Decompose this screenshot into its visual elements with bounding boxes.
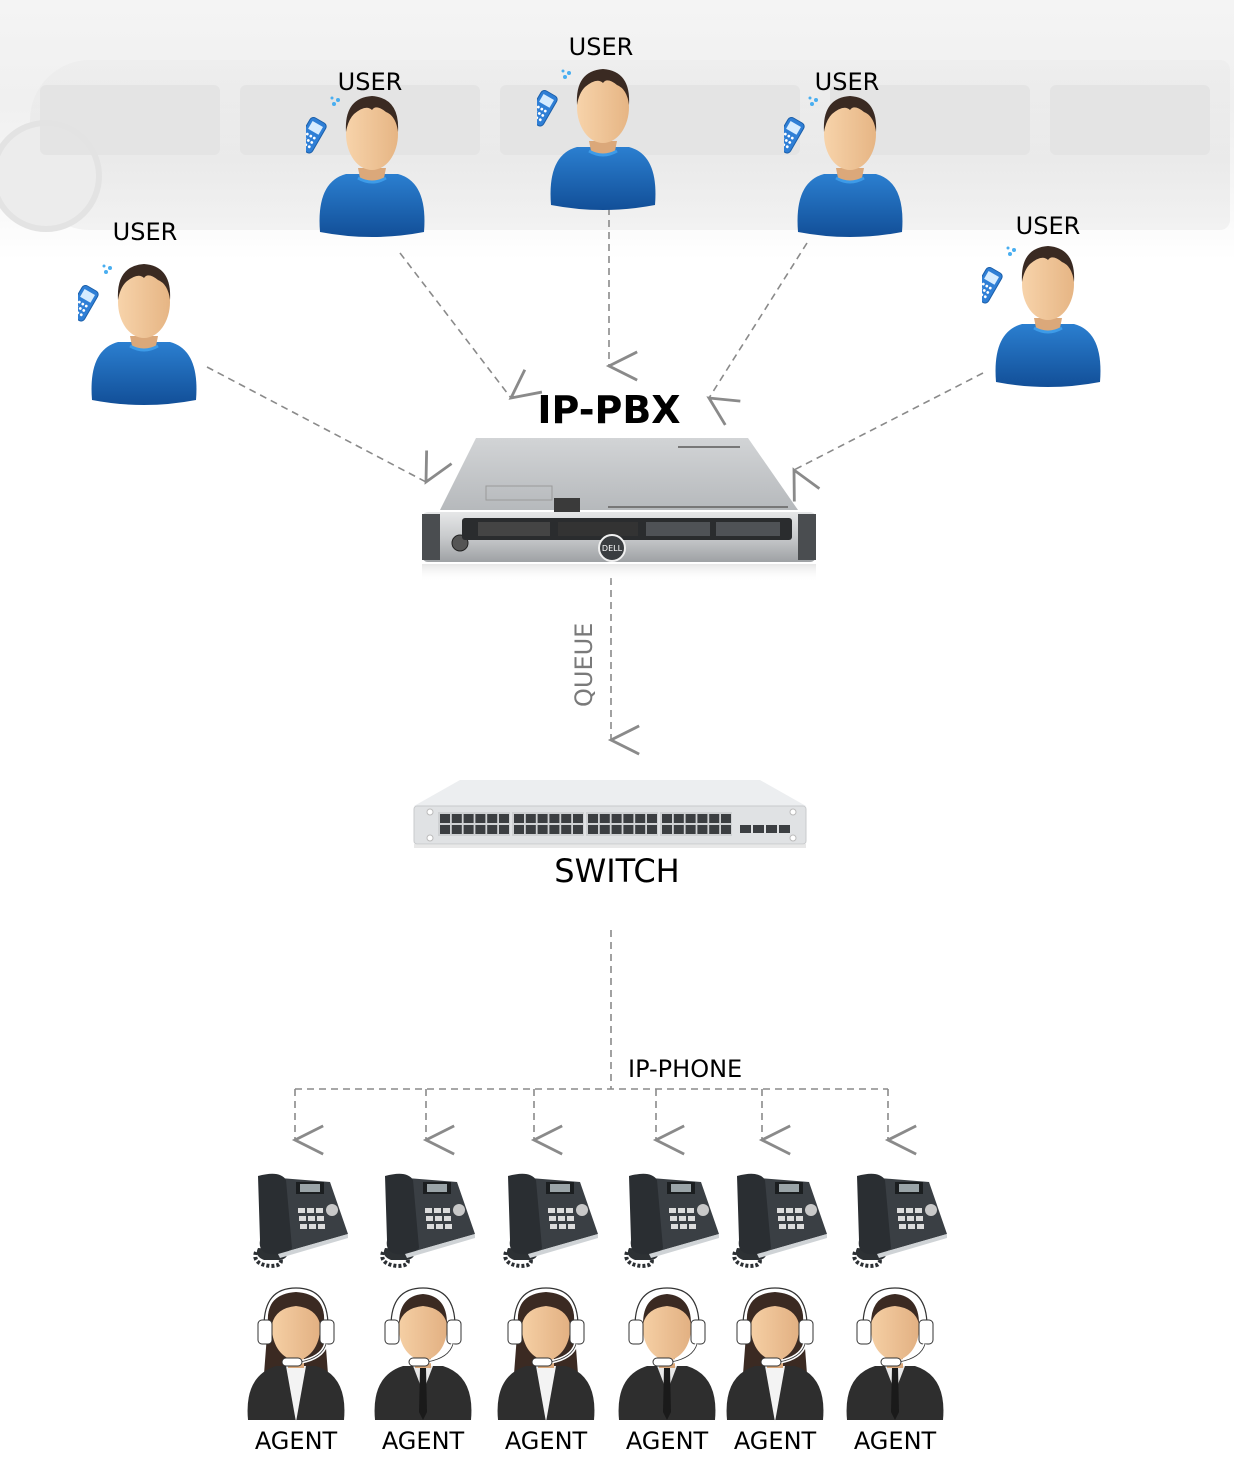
user-with-mobile-phone-icon (982, 246, 1101, 387)
ipphone-label: IP-PHONE (628, 1055, 743, 1083)
ip-phone-node (621, 1168, 721, 1272)
ip-desk-phone-icon (253, 1173, 348, 1269)
ip-phone-node (729, 1168, 829, 1272)
ip-desk-phone-icon (624, 1173, 719, 1269)
pbx-label: IP-PBX (537, 388, 681, 432)
agent-node (363, 1282, 483, 1426)
agent-node (607, 1282, 727, 1426)
background-slot (1050, 85, 1210, 155)
agent-node (715, 1282, 835, 1426)
agent-headset-icon (618, 1284, 716, 1420)
user-label: USER (112, 218, 178, 246)
ip-phone-node (377, 1168, 477, 1272)
ip-phone-node (500, 1168, 600, 1272)
user-label: USER (568, 33, 634, 61)
agent-headset-icon (846, 1284, 944, 1420)
background-server-watermark (0, 0, 1234, 260)
user-with-mobile-phone-icon (784, 96, 903, 237)
agent-node (236, 1282, 356, 1426)
network-switch-icon (413, 780, 807, 848)
ip-phone-node (250, 1168, 350, 1272)
user-label: USER (337, 68, 403, 96)
ip-desk-phone-icon (503, 1173, 598, 1269)
agent-headset-icon (497, 1284, 595, 1422)
agent-label: AGENT (733, 1427, 817, 1455)
link-user2-pbx (399, 252, 543, 400)
agent-label: AGENT (254, 1427, 338, 1455)
server-brand: DELL (602, 544, 623, 553)
user-label: USER (1015, 212, 1081, 240)
ip-desk-phone-icon (852, 1173, 947, 1269)
agent-label: AGENT (853, 1427, 937, 1455)
agent-headset-icon (374, 1284, 472, 1420)
agent-label: AGENT (504, 1427, 588, 1455)
agent-node (486, 1282, 606, 1426)
link-user1-pbx (206, 366, 453, 485)
link-user4-pbx (706, 242, 808, 426)
user-label: USER (814, 68, 880, 96)
user-with-mobile-phone-icon (306, 96, 425, 237)
agent-label: AGENT (381, 1427, 465, 1455)
queue-label: QUEUE (570, 622, 598, 707)
ip-desk-phone-icon (380, 1173, 475, 1269)
switch-label: SWITCH (554, 852, 680, 890)
ip-phone-node (849, 1168, 949, 1272)
ip-desk-phone-icon (732, 1173, 827, 1269)
rack-server-icon: DELL (422, 438, 816, 582)
agent-headset-icon (726, 1284, 824, 1422)
link-user5-pbx (792, 372, 984, 502)
background-slot (40, 85, 220, 155)
user-with-mobile-phone-icon (537, 69, 656, 210)
agent-node (835, 1282, 955, 1426)
agent-label: AGENT (625, 1427, 709, 1455)
user-with-mobile-phone-icon (78, 264, 197, 405)
agent-headset-icon (247, 1284, 345, 1422)
